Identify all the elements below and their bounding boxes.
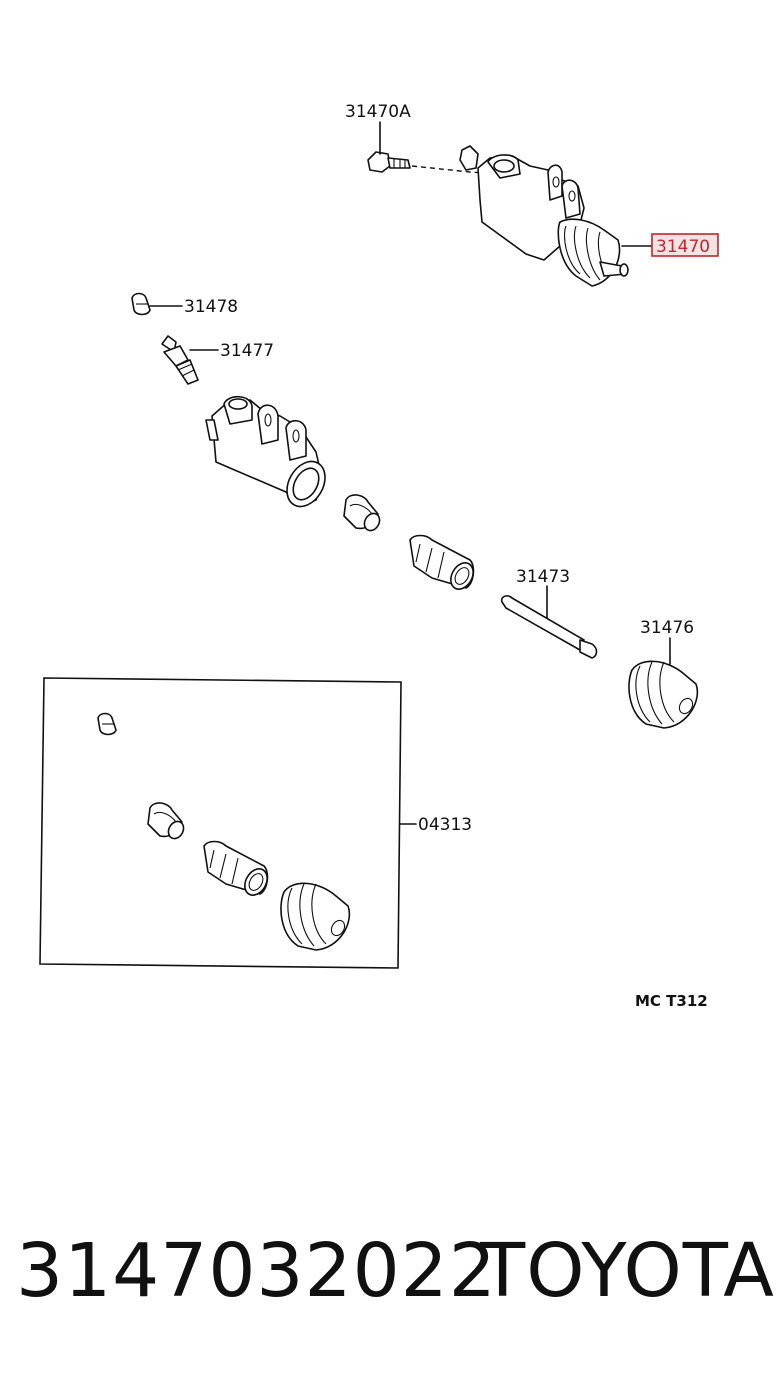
label-31473[interactable]: 31473 bbox=[516, 567, 570, 587]
kit-piston-cup-part[interactable] bbox=[147, 802, 187, 841]
label-31470A[interactable]: 31470A bbox=[345, 102, 411, 122]
bleeder-screw-part[interactable] bbox=[367, 151, 411, 173]
release-cylinder-assembly[interactable] bbox=[459, 145, 653, 287]
highlight-box bbox=[651, 233, 719, 257]
brand-name: TOYOTA bbox=[480, 1228, 775, 1314]
label-31478[interactable]: 31478 bbox=[184, 297, 238, 317]
bleeder-plug-part[interactable] bbox=[161, 335, 199, 385]
label-31477[interactable]: 31477 bbox=[220, 341, 274, 361]
kit-bleeder-cap-part[interactable] bbox=[97, 712, 117, 736]
diagram-code: MC T312 bbox=[635, 992, 708, 1010]
boot-part[interactable] bbox=[628, 660, 699, 729]
bleeder-cap-part[interactable] bbox=[131, 292, 151, 316]
part-number[interactable]: 3147032022 bbox=[16, 1228, 497, 1314]
push-rod-part[interactable] bbox=[500, 595, 598, 659]
kit-piston-part[interactable] bbox=[203, 840, 272, 900]
kit-boot-part[interactable] bbox=[280, 882, 351, 951]
cylinder-body-part[interactable] bbox=[205, 395, 333, 514]
label-31470[interactable]: 31470 bbox=[656, 237, 710, 257]
label-04313[interactable]: 04313 bbox=[418, 815, 472, 835]
repair-kit-box bbox=[39, 677, 402, 969]
label-31476[interactable]: 31476 bbox=[640, 618, 694, 638]
piston-part[interactable] bbox=[409, 534, 478, 594]
footer: 3147032022 TOYOTA bbox=[0, 1228, 776, 1338]
piston-cup-part[interactable] bbox=[343, 494, 383, 533]
dashed-guide-line bbox=[411, 165, 531, 177]
